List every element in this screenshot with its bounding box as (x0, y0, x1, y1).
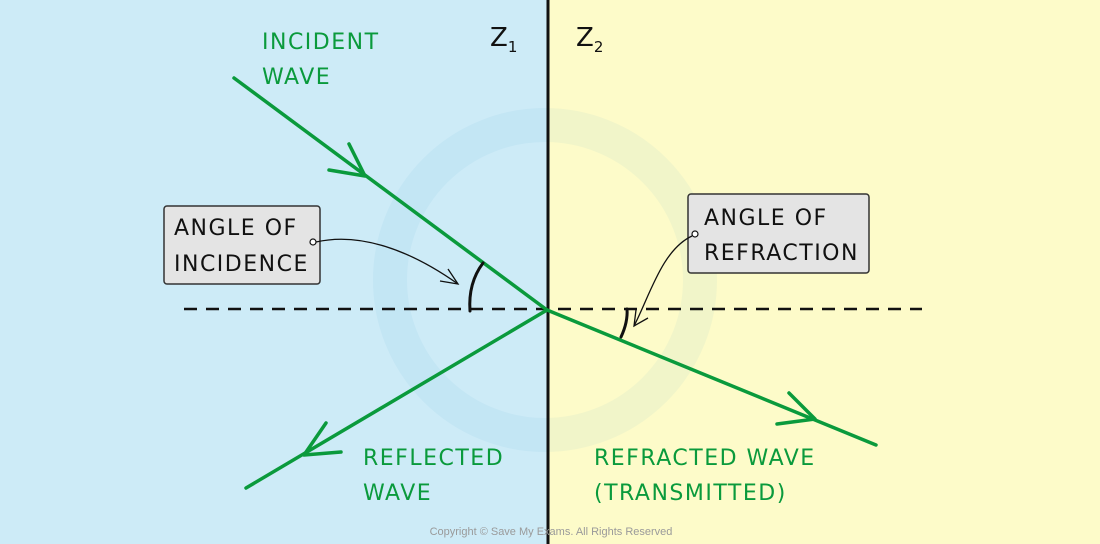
angle-of-refraction-label-line1: ANGLE OF (704, 206, 828, 231)
angle-of-incidence-label-line2: INCIDENCE (174, 252, 309, 277)
refraction-pointer-line (633, 235, 693, 327)
reflected-wave-label-line1: REFLECTED (363, 446, 504, 471)
watermark-logo (373, 108, 717, 452)
incident-ray (232, 76, 549, 312)
angle-of-refraction-label-line2: REFRACTION (704, 241, 859, 266)
z2-letter: Z (576, 23, 594, 53)
incident-wave-label-line1: INCIDENT (262, 30, 380, 55)
incidence-pointer-line (315, 238, 459, 285)
refraction-pointer-dot (691, 230, 699, 238)
incident-arrowhead (327, 142, 367, 178)
z1-subscript: 1 (508, 38, 518, 56)
angle-of-incidence-label-line1: ANGLE OF (174, 216, 298, 241)
z1-label: Z1 (490, 23, 517, 56)
refracted-ray (545, 308, 878, 447)
refracted-arrowhead (775, 391, 817, 426)
reflected-wave-label-line2: WAVE (363, 481, 432, 506)
refracted-wave-label-line2: (TRANSMITTED) (594, 481, 787, 506)
angle-of-refraction-box (687, 193, 870, 274)
refraction-angle-arc (619, 307, 629, 339)
incident-wave-label-line2: WAVE (262, 65, 331, 90)
incidence-angle-arc (468, 261, 485, 313)
reflected-arrowhead (302, 421, 343, 457)
refracted-wave-label-line1: REFRACTED WAVE (594, 446, 816, 471)
reflected-ray (244, 308, 549, 490)
incidence-pointer-dot (309, 238, 317, 246)
angle-of-incidence-box (163, 205, 321, 285)
refraction-pointer-arrowhead (633, 309, 649, 328)
z1-letter: Z (490, 23, 508, 53)
copyright-text: Copyright © Save My Exams. All Rights Re… (430, 526, 673, 538)
z2-subscript: 2 (594, 38, 604, 56)
wave-rays (232, 76, 878, 490)
incidence-pointer-arrowhead (439, 268, 460, 285)
z2-label: Z2 (576, 23, 603, 56)
